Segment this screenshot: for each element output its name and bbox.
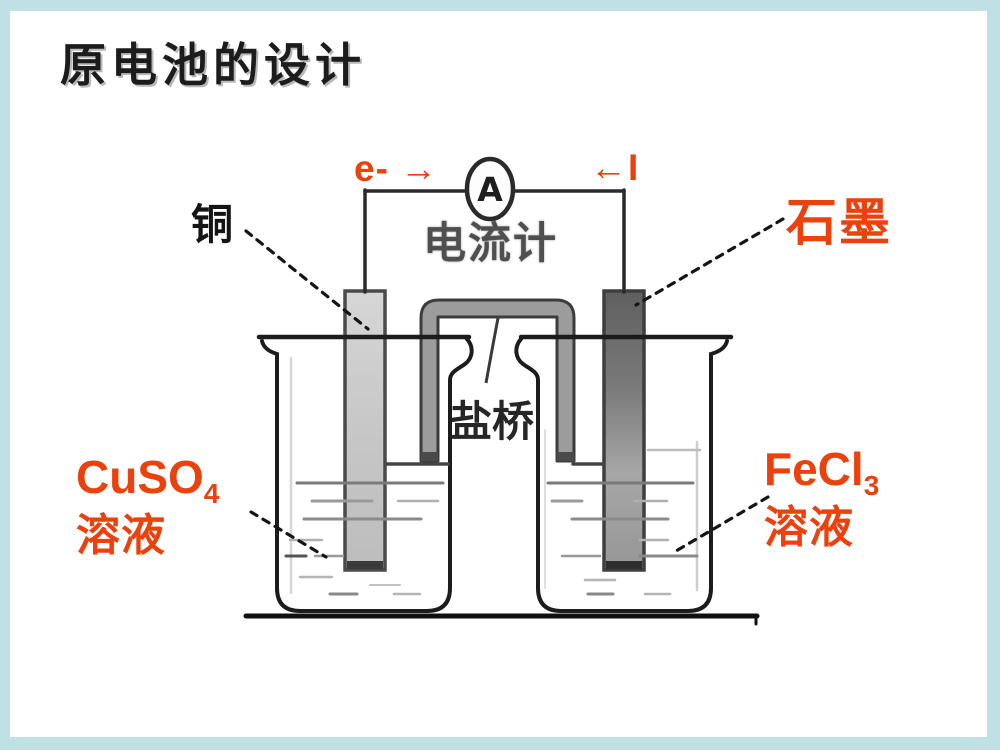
fecl3-leader-line xyxy=(674,495,770,553)
page-title: 原电池的设计 xyxy=(60,38,366,92)
right-solution-hatch-lines xyxy=(546,448,702,596)
left-solution-suffix: 溶液 xyxy=(76,511,166,561)
bench-line xyxy=(243,613,760,626)
right-solution-suffix: 溶液 xyxy=(764,503,854,553)
graphite-electrode-label: 石墨 xyxy=(786,194,893,251)
salt-bridge-label: 盐桥 xyxy=(450,397,535,446)
ammeter-symbol: A xyxy=(477,170,503,209)
current-flow-label: ←I xyxy=(590,147,640,188)
left-solution-label: CuSO4 溶液 xyxy=(76,453,219,560)
left-beaker xyxy=(260,337,474,613)
graphite-leader-line xyxy=(634,217,785,307)
ammeter-icon xyxy=(464,156,516,222)
ammeter-label: 电流计 xyxy=(423,219,558,269)
left-solution-formula: CuSO4 xyxy=(76,451,220,509)
glass-shading-lines xyxy=(289,356,699,595)
copper-leader-line xyxy=(244,229,370,331)
salt-bridge-pointer-line xyxy=(484,317,500,384)
right-beaker xyxy=(514,337,729,613)
right-solution-label: FeCl3 溶液 xyxy=(764,445,879,552)
right-solution-formula: FeCl3 xyxy=(764,443,880,501)
electron-flow-label: e- → xyxy=(354,148,439,189)
cuso4-leader-line xyxy=(249,510,328,559)
graphite-electrode xyxy=(602,289,646,572)
leader-lines xyxy=(244,217,785,559)
left-solution-hatch-lines xyxy=(284,462,450,596)
circuit-wires xyxy=(363,188,626,294)
copper-electrode-label: 铜 xyxy=(191,200,234,249)
salt-bridge xyxy=(419,298,576,463)
copper-electrode xyxy=(343,289,387,572)
